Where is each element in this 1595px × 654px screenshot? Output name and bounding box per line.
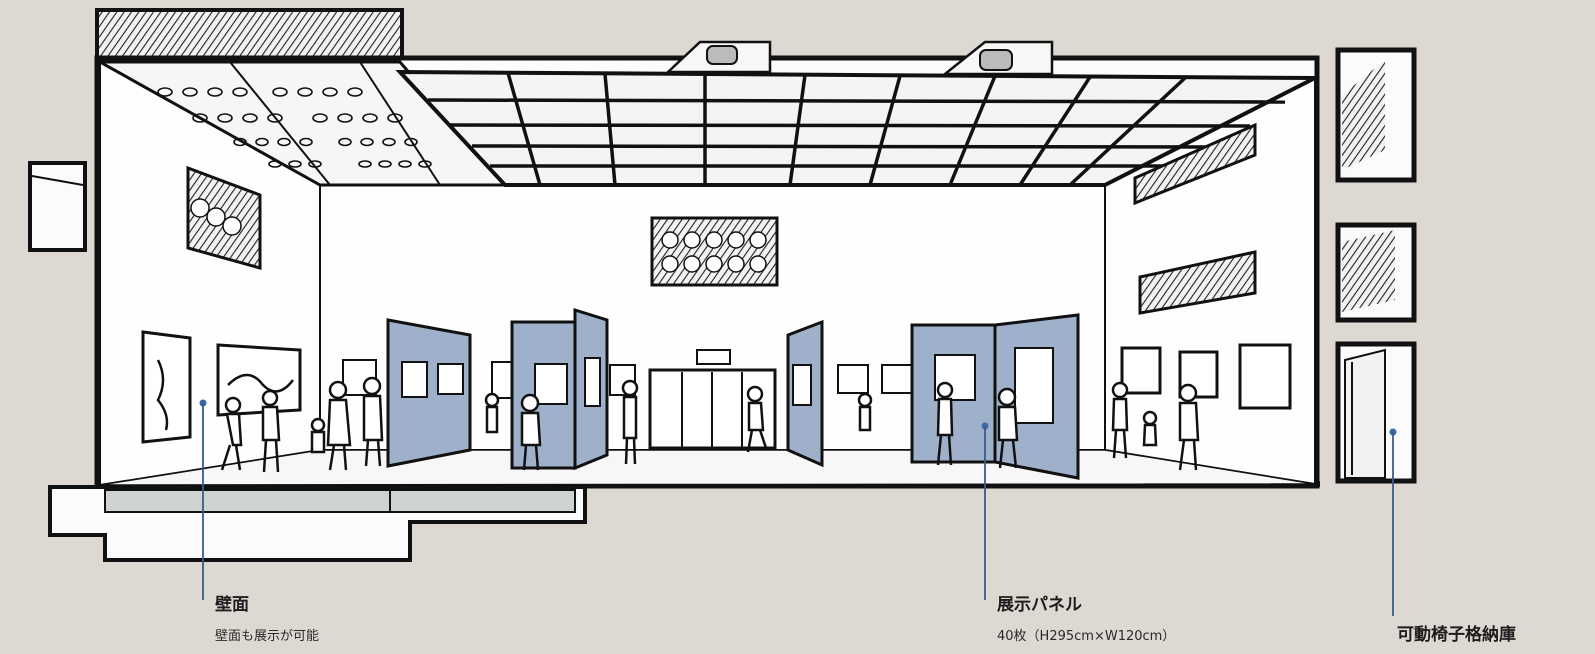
wall-leader: [199, 399, 207, 600]
exhibition-panels: [386, 307, 1080, 480]
storage-leader: [1389, 428, 1397, 616]
artworks-right-wall: [1120, 343, 1292, 410]
exterior-window-right-2: [1335, 222, 1417, 323]
floor-slab: [48, 481, 1320, 562]
vent-right-lower: [1138, 250, 1257, 315]
vent-right-upper: [1133, 122, 1257, 206]
ceiling-grid: [395, 40, 1316, 187]
visitors: [220, 376, 1200, 473]
wall-callout-title: 壁面: [215, 595, 249, 615]
chair-storage-door: [1335, 341, 1417, 484]
wall-callout-subtitle: 壁面も展示が可能: [215, 629, 320, 644]
artwork-left-wall-1: [141, 330, 192, 444]
exterior-window-left: [28, 161, 87, 252]
panel-callout-title: 展示パネル: [997, 595, 1082, 615]
projector-window-center: [650, 216, 779, 287]
exterior-window-right-1: [1335, 47, 1417, 183]
ceiling-left: [94, 60, 509, 187]
artwork-left-wall-2: [216, 343, 302, 417]
projector-window-left: [186, 165, 262, 270]
panel-leader: [981, 422, 989, 600]
panel-callout-subtitle: 40枚（H295cm×W120cm）: [997, 629, 1176, 644]
roof-box: [95, 8, 404, 60]
storage-callout-title: 可動椅子格納庫: [1397, 625, 1516, 645]
